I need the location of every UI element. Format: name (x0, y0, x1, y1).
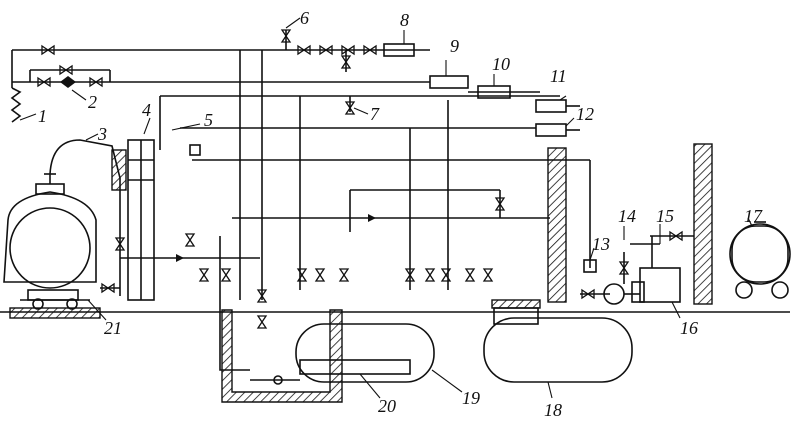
label-7: 7 (370, 104, 380, 124)
label-5: 5 (204, 110, 213, 130)
column-structure-4 (111, 139, 155, 301)
tank-car-17 (650, 221, 791, 299)
label-16: 16 (680, 318, 698, 338)
loading-arm-3 (49, 139, 121, 296)
label-2: 2 (88, 92, 97, 112)
label-3: 3 (97, 124, 107, 144)
label-15: 15 (656, 206, 674, 226)
leaders (19, 17, 753, 399)
device-15-16 (630, 236, 681, 303)
label-4: 4 (142, 100, 151, 120)
pit-tank-19-20 (221, 309, 435, 403)
label-11: 11 (550, 66, 567, 86)
label-17: 17 (744, 206, 763, 226)
tank-18 (483, 299, 633, 383)
label-20: 20 (378, 396, 396, 416)
wall-17 (693, 143, 713, 305)
label-18: 18 (544, 400, 562, 420)
label-10: 10 (492, 54, 510, 74)
label-19: 19 (462, 388, 480, 408)
label-21: 21 (104, 318, 122, 338)
label-14: 14 (618, 206, 636, 226)
label-12: 12 (576, 104, 594, 124)
label-1: 1 (38, 106, 47, 126)
wall-right (547, 147, 610, 303)
pipe-network (11, 29, 591, 371)
label-6: 6 (300, 8, 309, 28)
coil-1 (10, 87, 22, 123)
tank-car-21 (3, 173, 101, 319)
label-9: 9 (450, 36, 459, 56)
pump-14 (603, 252, 640, 305)
label-13: 13 (592, 234, 610, 254)
label-8: 8 (400, 10, 409, 30)
